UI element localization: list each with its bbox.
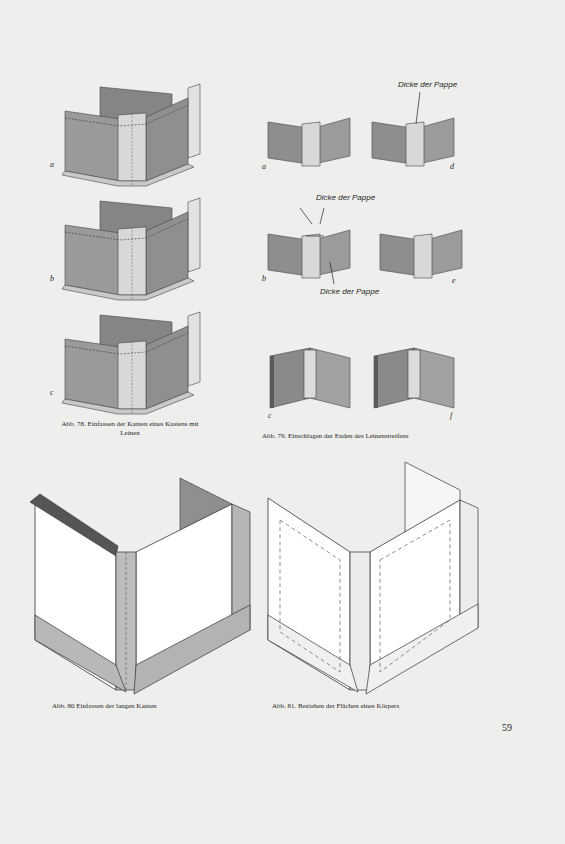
- figure-letter: c: [50, 388, 54, 398]
- figure-letter: b: [262, 274, 266, 284]
- figure-caption: Abb. 81. Beziehen der Flächen eines Körp…: [272, 702, 492, 711]
- figure-letter: c: [268, 411, 272, 421]
- dimension-label: Dicke der Pappe: [320, 287, 379, 297]
- figure-letter: a: [50, 160, 54, 170]
- figure-caption: Abb. 80 Einfassen der langen Kanten: [52, 702, 242, 711]
- page-number: 59: [502, 722, 512, 735]
- figure-letter: b: [50, 274, 54, 284]
- figure-caption: Abb. 78. Einfassen der Kanten eines Kast…: [55, 420, 205, 438]
- figure-letter: e: [452, 276, 456, 286]
- dimension-label: Dicke der Pappe: [398, 80, 457, 90]
- figure-letter: d: [450, 162, 454, 172]
- figure-letter: f: [450, 411, 452, 421]
- figure-caption: Abb. 79. Einschlagen der Enden des Leine…: [262, 432, 492, 441]
- dimension-label: Dicke der Pappe: [316, 193, 375, 203]
- figure-letter: a: [262, 162, 266, 172]
